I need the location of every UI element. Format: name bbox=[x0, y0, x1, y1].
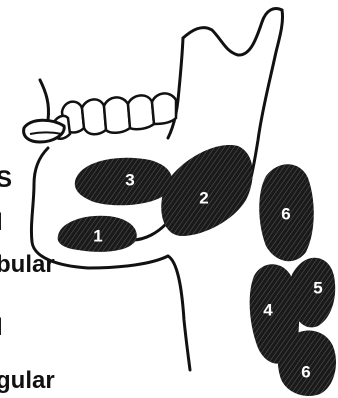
node-2-label: 2 bbox=[199, 189, 208, 208]
legend-label-4: l bbox=[0, 316, 3, 340]
node-connector bbox=[132, 224, 166, 240]
node-4-label: 4 bbox=[263, 301, 273, 320]
ramus-anterior-outline bbox=[168, 38, 183, 138]
node-6-lower-label: 6 bbox=[301, 363, 310, 382]
lymph-node-6-upper: 6 bbox=[259, 164, 314, 261]
legend-label-5: gular bbox=[0, 369, 55, 393]
node-3-label: 3 bbox=[125, 171, 134, 190]
legend-label-2: l bbox=[0, 211, 3, 235]
lymph-node-2: 2 bbox=[161, 145, 252, 236]
legend-label-3: bular bbox=[0, 253, 55, 277]
upper-lip-outline bbox=[40, 80, 49, 120]
node-6-upper-label: 6 bbox=[281, 205, 290, 224]
teeth bbox=[54, 93, 176, 138]
legend-label-1: S bbox=[0, 168, 12, 192]
lymph-node-1: 1 bbox=[58, 216, 137, 252]
lymph-node-3: 3 bbox=[75, 158, 172, 206]
node-5-label: 5 bbox=[313, 279, 322, 298]
node-1-label: 1 bbox=[93, 227, 102, 246]
